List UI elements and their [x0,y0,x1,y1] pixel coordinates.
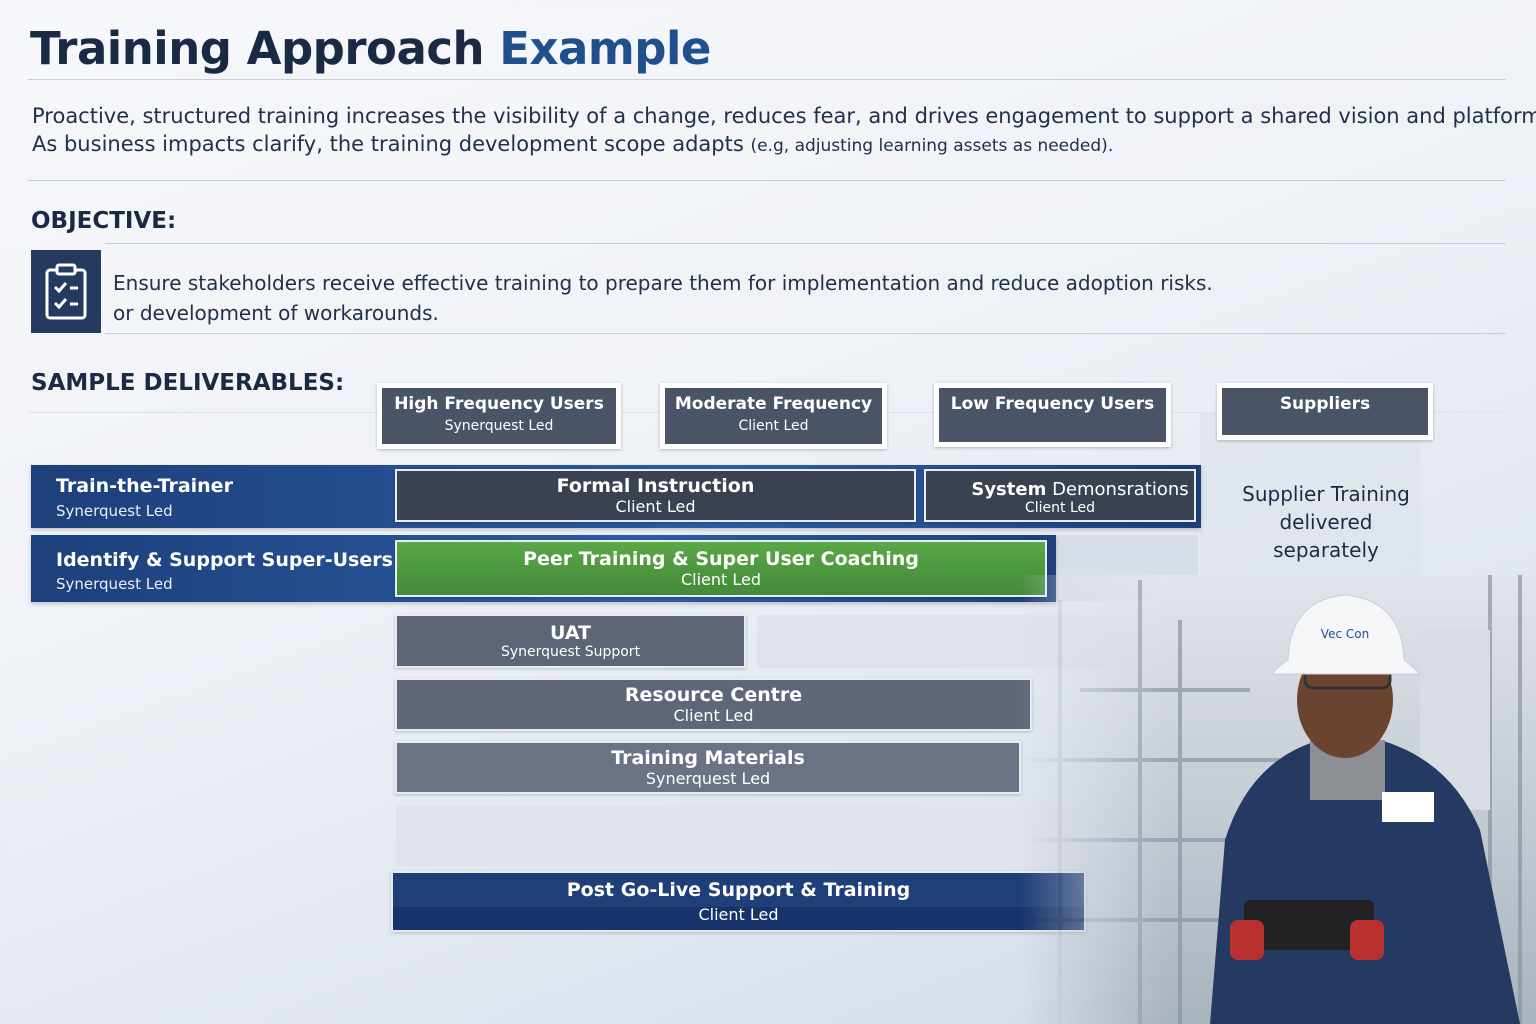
intro-line-1: Proactive, structured training increases… [32,104,1536,128]
item-title: UAT [549,622,592,644]
supplier-note: Supplier Training delivered separately [1222,480,1430,564]
item-title: Resource Centre [624,684,803,706]
row-sub: Synerquest Led [56,502,173,520]
column-title: Low Frequency Users [950,394,1155,414]
empty-slot [396,806,1086,866]
deliverables-heading: SAMPLE DELIVERABLES: [31,370,345,396]
item-title-rest: Demonsrations [1046,479,1189,500]
item-title: System Demonsrations [926,479,1194,500]
item-sub: Client Led [1024,500,1096,516]
item-title: Peer Training & Super User Coaching [523,548,919,570]
divider [28,79,1506,80]
title-main: Training Approach [30,22,485,75]
clipboard-check-icon [31,250,101,333]
row-title: Train-the-Trainer [56,475,233,497]
item-sub: Synerquest Support [500,644,641,660]
intro-line-2-text: As business impacts clarify, the trainin… [32,132,744,156]
column-title: Moderate Frequency [674,394,873,414]
supplier-note-line: separately [1273,538,1379,562]
column-sub: Client Led [738,418,809,434]
objective-line-2: or development of workarounds. [113,301,439,325]
hardhat-logo: Vec Con [1321,627,1369,641]
supplier-column [1200,412,1420,602]
row-sub: Synerquest Led [56,575,173,593]
page-title: Training Approach Example [30,22,711,75]
column-header-suppliers: Suppliers [1217,383,1433,440]
supplier-note-line: Supplier Training [1242,482,1410,506]
item-sub: Client Led [615,497,696,516]
intro-line-2: As business impacts clarify, the trainin… [32,132,1113,156]
objective-line-1: Ensure stakeholders receive effective tr… [113,271,1213,295]
supplier-note-line: delivered [1279,510,1373,534]
column-title: Suppliers [1279,394,1371,414]
divider [105,243,1506,244]
item-title: Post Go-Live Support & Training [566,879,911,901]
item-title: Formal Instruction [556,475,755,497]
column-header-low-frequency: Low Frequency Users [934,383,1171,447]
objective-heading: OBJECTIVE: [31,208,177,234]
item-sub: Client Led [673,706,754,725]
item-title-bold: System [971,479,1047,500]
item-sub: Client Led [680,570,762,589]
item-sub: Client Led [698,905,779,924]
column-title: High Frequency Users [394,394,604,414]
intro-line-2-note: (e.g, adjusting learning assets as neede… [750,136,1114,156]
title-accent: Example [499,22,711,75]
column-sub: Synerquest Led [444,418,554,434]
worker-photo: Vec Con [1020,575,1536,1024]
row-title: Identify & Support Super-Users [56,549,393,571]
item-title: Training Materials [611,747,805,769]
item-sub: Synerquest Led [645,769,771,788]
divider [105,333,1506,334]
divider [28,180,1506,181]
